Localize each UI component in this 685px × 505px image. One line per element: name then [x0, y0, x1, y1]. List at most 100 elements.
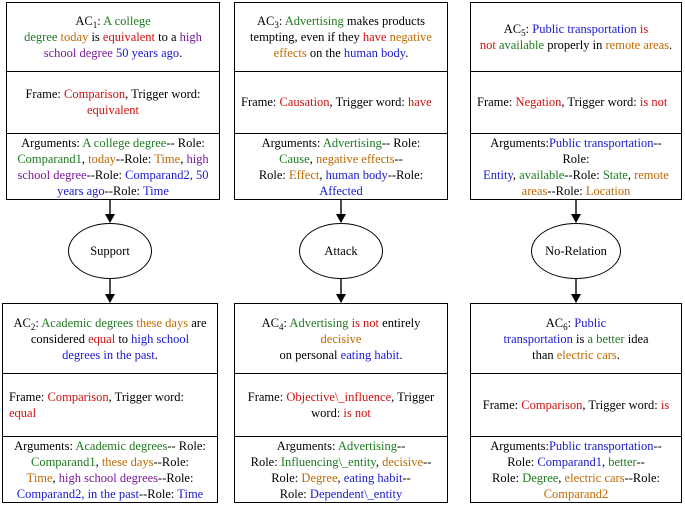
- text-run: equal: [88, 331, 116, 346]
- text-run: Arguments:: [14, 439, 76, 453]
- text-run: ,: [602, 455, 609, 469]
- text-run: Public transportation: [548, 439, 654, 453]
- text-run: Time: [154, 152, 181, 166]
- text-run: ,: [627, 168, 635, 182]
- text-run: --Role:: [624, 471, 660, 485]
- text-run: Frame:: [9, 389, 48, 404]
- text-run: ,: [558, 471, 565, 485]
- text-run: negative effects: [315, 152, 395, 166]
- text-run: --: [396, 439, 406, 453]
- text-run: Effect: [289, 168, 320, 182]
- text-run: --Role:: [115, 152, 155, 166]
- text-run: Comparand1: [17, 152, 82, 166]
- text-run: not: [479, 38, 496, 52]
- relation-support: Support: [68, 223, 152, 279]
- text-run: --Role:: [158, 471, 194, 485]
- ac-label: AC2:: [13, 315, 39, 332]
- text-run: -- Role:: [381, 136, 421, 150]
- text-run: to a: [155, 30, 180, 44]
- text-run: Role:: [271, 471, 302, 485]
- text-run: high school: [131, 331, 190, 346]
- text-run: State: [602, 168, 628, 182]
- text-run: ,: [309, 152, 316, 166]
- ac5-frame: Frame: Negation, Trigger word: is not: [471, 71, 681, 133]
- text-run: available: [519, 168, 565, 182]
- text-run: high school degrees: [58, 471, 159, 485]
- text-run: Entity: [483, 168, 513, 182]
- text-run: Comparison: [47, 389, 109, 404]
- text-run: --Role:: [387, 168, 424, 182]
- text-run: is not: [639, 95, 668, 109]
- relation-no-relation: No-Relation: [531, 223, 621, 279]
- text-run: to: [115, 331, 132, 346]
- ac-label: AC4:: [261, 315, 287, 332]
- text-run: Comparand1: [537, 455, 602, 469]
- text-run: Comparison: [521, 397, 583, 412]
- text-run: Time: [142, 184, 169, 198]
- text-run: is: [660, 397, 670, 412]
- text-run: ,: [180, 152, 187, 166]
- ac4-box: AC4: Advertising is not entirely decisiv…: [234, 303, 448, 503]
- text-run: -- Role:: [167, 439, 206, 453]
- text-run: Advertising: [322, 136, 382, 150]
- text-run: --: [423, 455, 432, 469]
- text-run: Arguments:: [490, 136, 549, 150]
- text-run: Public transportation: [529, 22, 637, 36]
- text-run: remote: [634, 168, 669, 182]
- text-run: tempting, even if they: [250, 30, 363, 44]
- text-run: .: [399, 347, 403, 362]
- text-run: Frame:: [477, 95, 516, 109]
- text-run: Comparison: [64, 87, 126, 101]
- text-run: Role:: [258, 168, 290, 182]
- text-run: eating habit: [343, 471, 403, 485]
- text-run: human body: [343, 46, 406, 60]
- text-run: --Role:: [547, 184, 586, 198]
- text-run: Dependent\_entity: [309, 487, 403, 501]
- ac6-arguments: Arguments:Public transportation--Role: C…: [471, 436, 681, 504]
- text-run: .: [154, 347, 158, 362]
- text-run: these days: [101, 455, 154, 469]
- text-run: Role:: [279, 487, 310, 501]
- text-run: Frame:: [241, 95, 280, 109]
- text-run: Academic degrees: [75, 439, 168, 453]
- text-run: A college degree: [82, 136, 167, 150]
- text-run: entirely: [379, 315, 421, 330]
- text-run: , Trigger word:: [108, 389, 185, 404]
- text-run: transportation: [503, 331, 573, 346]
- ac-label: AC3:: [256, 14, 283, 30]
- ac4-arguments: Arguments: Advertising--Role: Influencin…: [235, 436, 447, 504]
- text-run: Arguments:: [276, 439, 338, 453]
- text-run: --: [402, 471, 411, 485]
- text-run: --Role:: [86, 168, 126, 182]
- text-run: properly in: [544, 38, 606, 52]
- text-run: Comparand2, 50: [125, 168, 209, 182]
- text-run: , Trigger word:: [582, 397, 661, 412]
- text-run: Frame:: [247, 389, 287, 404]
- text-run: Frame:: [25, 87, 65, 101]
- text-run: ,: [319, 168, 326, 182]
- text-run: Comparand1: [31, 455, 96, 469]
- text-run: are: [188, 315, 207, 330]
- text-run: better: [608, 455, 637, 469]
- text-run: .: [616, 347, 620, 362]
- text-run: effects: [273, 46, 307, 60]
- text-run: Comparand2: [543, 487, 609, 501]
- text-run: Degree: [522, 471, 559, 485]
- text-run: degrees in the past: [62, 347, 155, 362]
- text-run: Arguments:: [21, 136, 83, 150]
- ac4-text: AC4: Advertising is not entirely decisiv…: [235, 304, 447, 373]
- text-run: school degree: [43, 46, 113, 60]
- text-run: --: [394, 152, 403, 166]
- ac1-arguments: Arguments: A college degree-- Role:Compa…: [7, 133, 219, 201]
- text-run: --Role:: [104, 184, 143, 198]
- text-run: is: [572, 331, 588, 346]
- text-run: word:: [311, 405, 344, 420]
- text-run: Public: [571, 315, 607, 330]
